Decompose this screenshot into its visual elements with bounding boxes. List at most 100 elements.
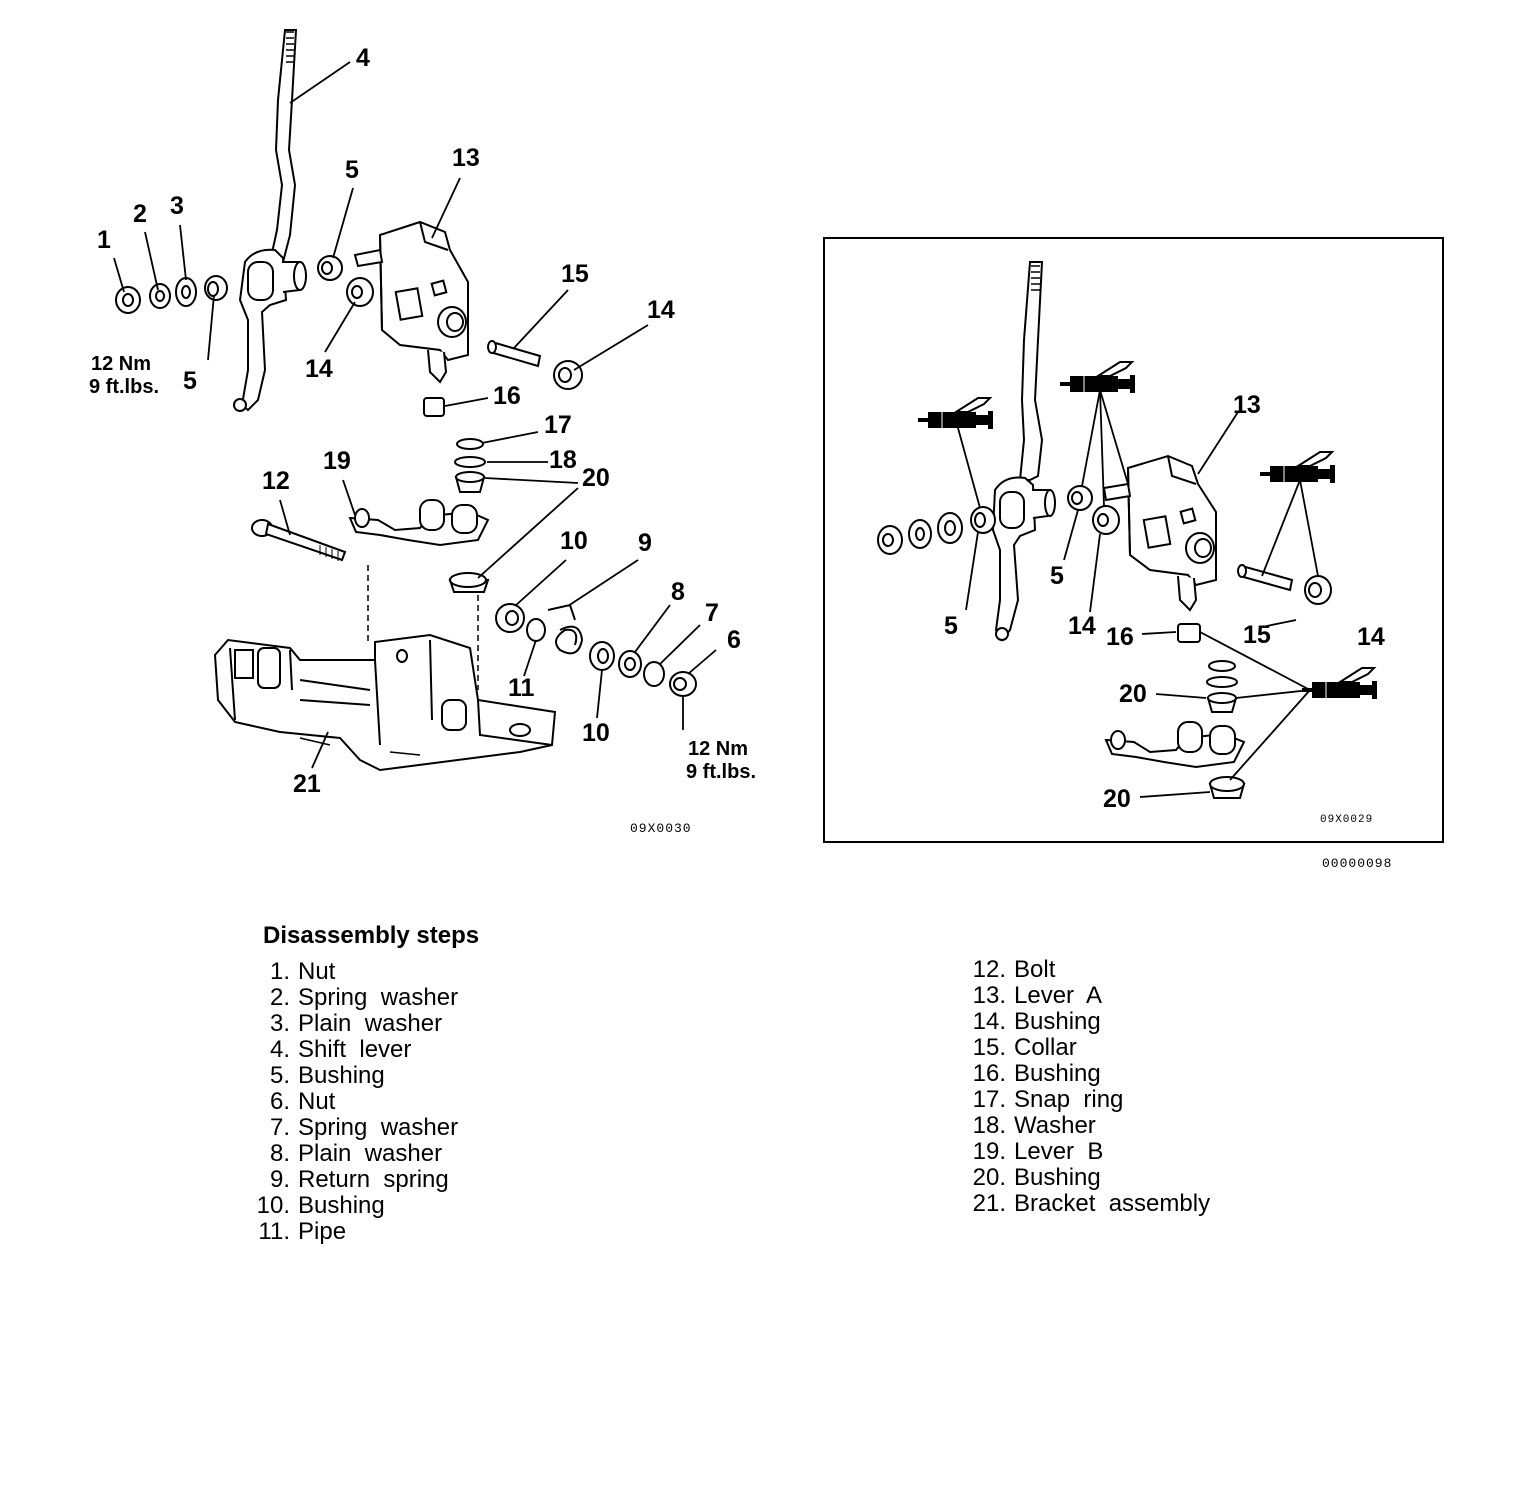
step-number: 11. xyxy=(258,1218,290,1245)
callout-4: 4 xyxy=(356,44,370,72)
callout-13: 13 xyxy=(452,144,480,172)
step-number: 15. xyxy=(972,1034,1006,1061)
step-item: 9. Return spring xyxy=(250,1167,458,1193)
callout-20: 20 xyxy=(582,464,610,492)
step-label: Bushing xyxy=(1014,1008,1101,1035)
callout-18: 18 xyxy=(549,446,577,474)
callout-6: 6 xyxy=(727,626,741,654)
inset-callout-5-left: 5 xyxy=(944,612,958,640)
step-number: 16. xyxy=(972,1060,1006,1087)
step-number: 19. xyxy=(972,1138,1006,1165)
lever-a-part xyxy=(353,220,469,384)
step-label: Bushing xyxy=(1014,1060,1101,1087)
left-callouts: 4 1 2 3 5 13 5 14 15 14 16 17 18 20 19 1… xyxy=(89,44,756,836)
step-label: Spring washer xyxy=(298,1114,459,1141)
step-label: Snap ring xyxy=(1014,1086,1124,1113)
inset-view xyxy=(877,261,1332,799)
callout-2: 2 xyxy=(133,200,147,228)
step-item: 8. Plain washer xyxy=(250,1141,458,1167)
step-number: 7. xyxy=(269,1114,290,1141)
steps-title: Disassembly steps xyxy=(263,922,480,949)
step-label: Spring washer xyxy=(298,984,459,1011)
step-item: 10. Bushing xyxy=(250,1193,458,1219)
grease-gun-icon-2 xyxy=(1059,361,1136,394)
callout-21: 21 xyxy=(293,770,321,798)
inset-callout-20-lower: 20 xyxy=(1103,785,1131,813)
inset-frame xyxy=(823,237,1444,843)
step-number: 14. xyxy=(972,1008,1006,1035)
step-label: Bracket assembly xyxy=(1014,1190,1211,1217)
step-number: 21. xyxy=(972,1190,1006,1217)
bolt-12-part xyxy=(251,519,347,562)
step-item: 13. Lever A xyxy=(968,983,1210,1009)
step-number: 8. xyxy=(269,1140,290,1167)
step-label: Bushing xyxy=(298,1192,385,1219)
inset-callout-20-upper: 20 xyxy=(1119,680,1147,708)
step-label: Return spring xyxy=(298,1166,449,1193)
step-number: 1. xyxy=(269,958,290,985)
step-item: 18. Washer xyxy=(968,1113,1210,1139)
callout-12: 12 xyxy=(262,467,290,495)
inset-callout-5-right: 5 xyxy=(1050,562,1064,590)
step-number: 10. xyxy=(256,1192,290,1219)
step-label: Nut xyxy=(298,958,336,985)
inset-callout-14-left: 14 xyxy=(1068,612,1096,640)
inset-diagram-code: 09X0029 xyxy=(1320,814,1373,826)
step-label: Shift lever xyxy=(298,1036,412,1063)
torque-left-nm: 12 Nm xyxy=(91,353,151,375)
inset-callout-15: 15 xyxy=(1243,621,1271,649)
inset-callouts: 13 5 5 14 16 15 14 20 20 09X0029 xyxy=(944,391,1385,826)
step-number: 5. xyxy=(269,1062,290,1089)
grease-gun-icon-3 xyxy=(1259,451,1336,484)
lever-b-part xyxy=(348,499,490,547)
step-item: 16. Bushing xyxy=(968,1061,1210,1087)
step-number: 12. xyxy=(972,956,1006,983)
figure-code: 00000098 xyxy=(1322,856,1392,871)
step-label: Collar xyxy=(1014,1034,1077,1061)
callout-19: 19 xyxy=(323,447,351,475)
callout-14-left: 14 xyxy=(305,355,333,383)
step-item: 7. Spring washer xyxy=(250,1115,458,1141)
step-number: 13. xyxy=(972,982,1006,1009)
step-label: Lever A xyxy=(1014,982,1103,1009)
step-item: 14. Bushing xyxy=(968,1009,1210,1035)
step-label: Nut xyxy=(298,1088,336,1115)
callout-9: 9 xyxy=(638,529,652,557)
left-exploded-view xyxy=(113,29,717,772)
step-item: 6.Nut xyxy=(250,1089,458,1115)
step-item: 4.Shift lever xyxy=(250,1037,458,1063)
callout-14-right: 14 xyxy=(647,296,675,324)
torque-right-ftlbs: 9 ft.lbs. xyxy=(686,761,756,783)
callout-1: 1 xyxy=(97,226,111,254)
step-label: Plain washer xyxy=(298,1140,443,1167)
step-item: 15. Collar xyxy=(968,1035,1210,1061)
step-number: 2. xyxy=(269,984,290,1011)
step-number: 20. xyxy=(972,1164,1006,1191)
step-item: 17.Snap ring xyxy=(968,1087,1210,1113)
step-number: 9. xyxy=(269,1166,290,1193)
step-label: Bolt xyxy=(1014,956,1056,983)
step-label: Washer xyxy=(1014,1112,1096,1139)
callout-17: 17 xyxy=(544,411,572,439)
steps-list-left: 1.Nut 2.Spring washer 3.Plain washer 4.S… xyxy=(250,959,458,1245)
step-number: 3. xyxy=(269,1010,290,1037)
callout-5-lower: 5 xyxy=(183,367,197,395)
step-label: Bushing xyxy=(298,1062,385,1089)
callout-10-upper: 10 xyxy=(560,527,588,555)
step-label: Pipe xyxy=(298,1218,347,1245)
step-number: 18. xyxy=(972,1112,1006,1139)
inset-callout-16: 16 xyxy=(1106,623,1134,651)
step-label: Bushing xyxy=(1014,1164,1101,1191)
step-item: 20. Bushing xyxy=(968,1165,1210,1191)
steps-list-right: 12.Bolt 13.Lever A 14.Bushing 15.Collar … xyxy=(968,957,1210,1217)
step-label: Lever B xyxy=(1014,1138,1104,1165)
callout-3: 3 xyxy=(170,192,184,220)
step-item: 11. Pipe xyxy=(250,1219,458,1245)
callout-15: 15 xyxy=(561,260,589,288)
grease-gun-icon-1 xyxy=(917,397,994,430)
callout-16: 16 xyxy=(493,382,521,410)
spring-washer-2-part xyxy=(149,283,171,309)
step-item: 3.Plain washer xyxy=(250,1011,458,1037)
inset-callout-14-right: 14 xyxy=(1357,623,1385,651)
